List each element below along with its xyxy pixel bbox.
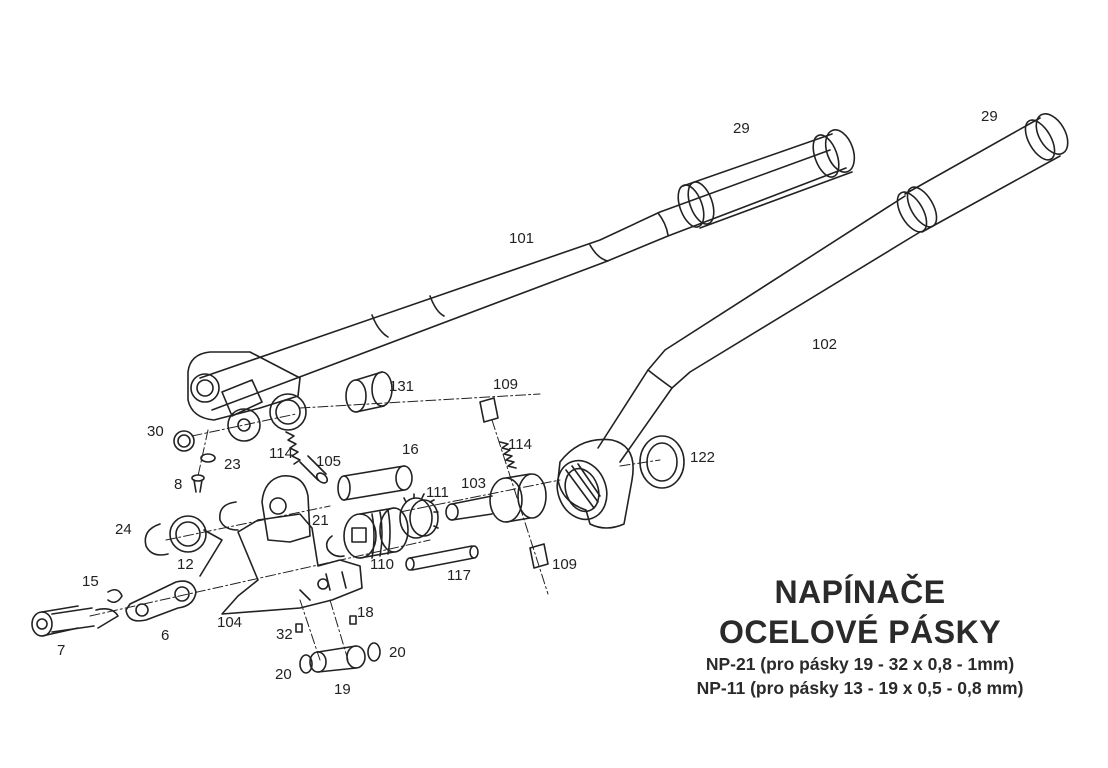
label-114-left: 114 — [269, 445, 293, 462]
bushing-ring-lever-101 — [227, 393, 307, 442]
label-109-upper: 109 — [493, 376, 518, 393]
bolt-7 — [31, 605, 95, 637]
spring-15 — [95, 588, 123, 629]
label-15: 15 — [82, 573, 99, 590]
label-20-right: 20 — [389, 644, 406, 661]
label-105: 105 — [316, 453, 341, 470]
label-12: 12 — [177, 556, 194, 573]
label-32: 32 — [276, 626, 293, 643]
gear-111 — [399, 493, 439, 539]
label-110: 110 — [370, 556, 394, 573]
washer-23 — [200, 453, 216, 463]
assembly-axis-lines — [89, 393, 661, 661]
label-7: 7 — [57, 642, 65, 659]
lever-101-head — [187, 351, 301, 421]
slider-109-upper — [479, 397, 499, 423]
label-111: 111 — [426, 484, 449, 501]
spring-114-right — [499, 441, 517, 469]
bushing-131 — [345, 371, 393, 413]
pin-117 — [405, 545, 479, 571]
circlip-upper — [219, 501, 239, 531]
ring-30 — [173, 430, 195, 452]
label-20-left: 20 — [275, 666, 292, 683]
label-109-lower: 109 — [552, 556, 577, 573]
screw-8 — [191, 474, 205, 493]
title-line-2: OCELOVÉ PÁSKY — [718, 614, 1002, 650]
handle-grip-29-lower — [896, 113, 1069, 233]
lever-102 — [597, 195, 921, 463]
label-18: 18 — [357, 604, 374, 621]
label-131: 131 — [389, 378, 414, 395]
label-102: 102 — [812, 336, 837, 353]
part-labels: 29 29 101 102 131 109 114 122 30 23 114 … — [57, 108, 998, 698]
pin-105 — [299, 455, 329, 484]
title-line-1: NAPÍNAČE — [774, 574, 946, 610]
slider-109-lower — [529, 543, 549, 569]
circlip-21 — [325, 535, 345, 558]
label-117: 117 — [447, 567, 471, 584]
roller-19 — [309, 645, 366, 673]
label-19: 19 — [334, 681, 351, 698]
pawl-6 — [125, 580, 197, 622]
label-29-upper: 29 — [733, 120, 750, 137]
label-104: 104 — [217, 614, 242, 631]
circlip-24 — [144, 523, 169, 556]
shaft-103 — [445, 473, 547, 523]
label-101: 101 — [509, 230, 534, 247]
label-24: 24 — [115, 521, 132, 538]
lever-101 — [199, 149, 847, 411]
lever-102-head — [556, 438, 634, 529]
pin-18 — [349, 615, 357, 625]
washer-20-right — [367, 642, 381, 662]
ratchet-body-104 — [221, 475, 363, 615]
shaft-16 — [337, 465, 413, 501]
pin-32 — [295, 623, 303, 633]
label-16: 16 — [402, 441, 419, 458]
label-30: 30 — [147, 423, 164, 440]
spring-12 — [169, 515, 223, 577]
model-np11-description: NP-11 (pro pásky 13 - 19 x 0,5 - 0,8 mm) — [696, 678, 1024, 698]
worm-gear-110 — [343, 507, 409, 559]
label-6: 6 — [161, 627, 169, 644]
label-8: 8 — [174, 476, 182, 493]
model-np21-description: NP-21 (pro pásky 19 - 32 x 0,8 - 1mm) — [705, 654, 1015, 674]
label-21: 21 — [312, 512, 329, 529]
handle-grip-29-upper — [677, 129, 856, 229]
label-114-right: 114 — [508, 436, 532, 453]
label-23: 23 — [224, 456, 241, 473]
title-block: NAPÍNAČE OCELOVÉ PÁSKY NP-21 (pro pásky … — [640, 572, 1080, 700]
spring-114-left — [285, 431, 301, 465]
label-122: 122 — [690, 449, 715, 466]
washer-20-left — [299, 654, 313, 674]
label-103: 103 — [461, 475, 486, 492]
label-29-lower: 29 — [981, 108, 998, 125]
